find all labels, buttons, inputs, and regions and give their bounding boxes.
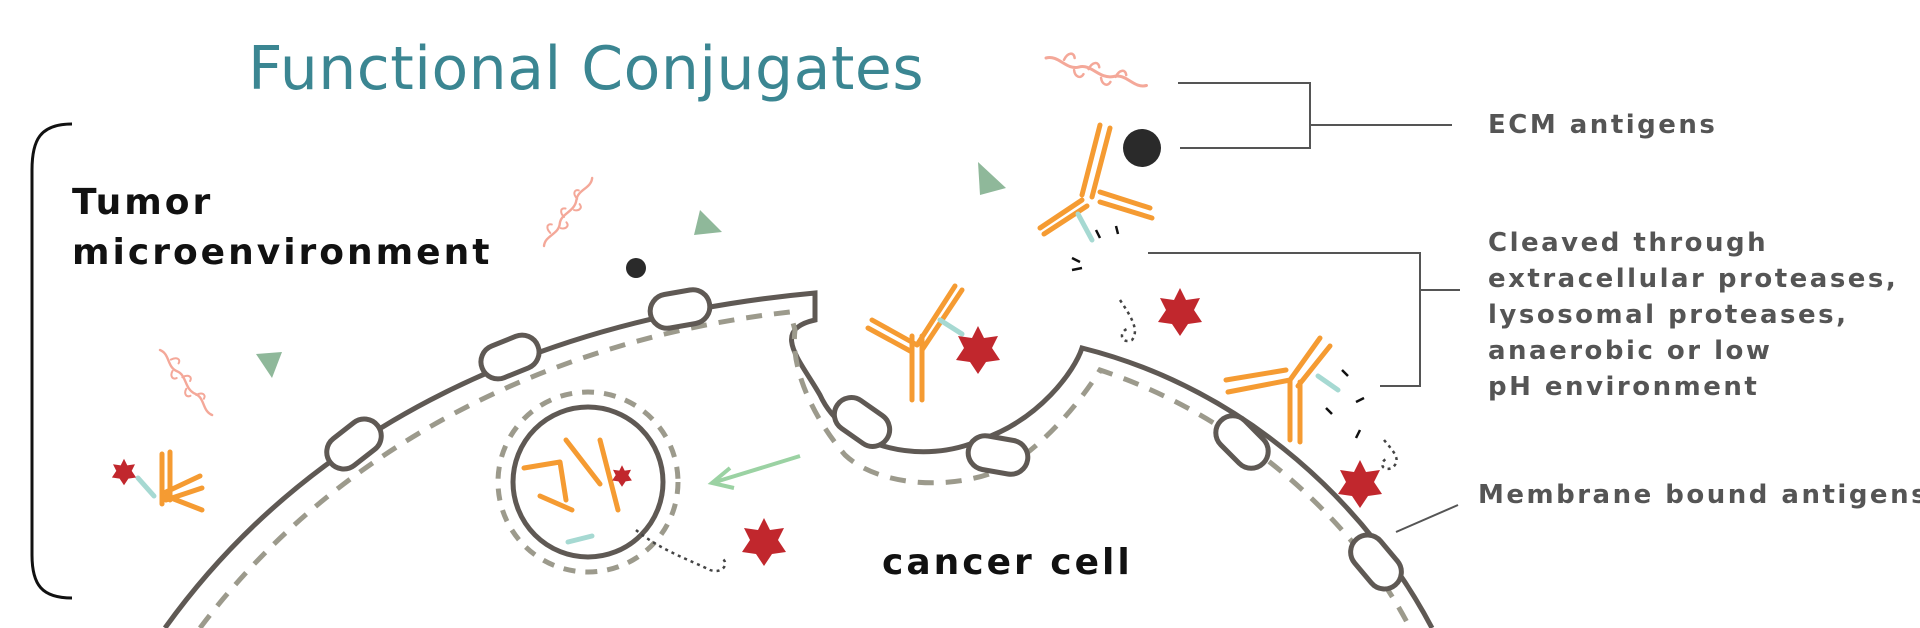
cleaved-label-line-2: extracellular proteases, [1488,264,1899,294]
released-payload-icon [742,518,786,566]
receptor-5 [966,433,1031,477]
ecm-conjugate [1037,122,1202,343]
diagram-title: Functional Conjugates [248,34,925,104]
receptor-6 [1209,409,1275,475]
internalization-arrow [707,454,801,490]
tumor-label-line-1: Tumor [72,182,214,223]
degraded-payload-icon [612,465,632,487]
cleaved-payload-icon [1158,288,1202,336]
cleaved-label-line-1: Cleaved through [1488,228,1769,258]
cleaved-label-line-4: anaerobic or low [1488,336,1773,366]
tumor-label-line-2: microenvironment [72,232,493,273]
bound-conjugate [865,283,1000,403]
ecm-antigens-label: ECM antigens [1488,110,1718,140]
free-conjugate [111,449,205,513]
tumor-microenvironment-label: Tumor microenvironment [72,178,492,278]
ecm-particle-1 [1123,129,1161,167]
ecm-particle-2 [626,258,646,278]
receptor-7 [1344,528,1409,596]
ecm-triangle-3 [256,352,282,378]
cleaved-label-line-5: pH environment [1488,372,1760,402]
receptor-1 [320,412,388,476]
ecm-fiber-2 [536,170,599,253]
callout-lines [1148,82,1460,533]
ecm-triangle-1 [978,162,1006,195]
membrane-conjugate [1223,335,1398,508]
ecm-fiber-3 [150,343,223,421]
ecm-triangle-2 [694,210,722,235]
membrane-antigens-label: Membrane bound antigens [1478,480,1920,510]
cleaved-label: Cleaved through extracellular proteases,… [1488,225,1898,405]
ecm-fiber-1 [1041,47,1152,95]
cancer-cell-label: cancer cell [882,542,1133,583]
free-payload-icon [111,458,137,486]
tumor-bracket [30,122,73,600]
lysosome [495,389,681,575]
cleaved-label-line-3: lysosomal proteases, [1488,300,1849,330]
cleaved-payload-icon-2 [1338,460,1382,508]
released-linker [635,529,727,573]
receptor-4 [828,391,897,453]
